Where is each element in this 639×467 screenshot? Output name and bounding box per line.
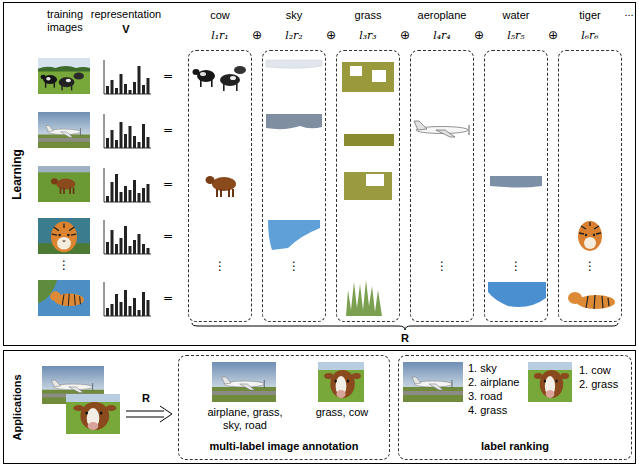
label-vector: l₆r₆ [581,29,599,42]
training-image [38,58,90,316]
ranked-label: 1. sky [468,362,497,375]
annotation: airplane, grass, sky, road [199,406,291,432]
training-image [38,166,90,202]
equals-sign: = [163,177,173,191]
plus-sign: ⊕ [474,28,484,42]
result-box: airplane, grass, sky, road grass, cow mult… [178,355,390,460]
segment-column: tigerl₆r₆⋮ [558,50,622,322]
double-arrow [126,406,172,422]
ranked-label: 2. grass [579,378,618,391]
learning-panel: cowl₁r₁⋮skyl₂r₂⋮grassl₃r₃aeroplanel₄r₄⋮w… [3,2,636,346]
ellipsis: ⋮ [214,259,226,273]
histogram-bars [106,226,150,254]
cow-segment [193,66,247,197]
panel-title: Learning [11,149,24,200]
tiger-segment [568,221,615,309]
plus-sign: ⊕ [326,28,336,42]
ellipsis: ⋮ [288,259,300,273]
class-name: tiger [579,9,600,22]
segment-column: waterl₅r₅⋮ [484,50,548,322]
result-image [528,362,572,402]
equals-sign: = [163,123,173,137]
result-image [403,362,463,402]
grass-segment [342,62,394,316]
histogram-bars [106,290,150,316]
ranked-label: 3. road [468,390,502,403]
label-vector: l₁r₁ [211,29,229,42]
ranked-label: 2. airplane [468,376,519,389]
ellipsis: ⋮ [584,259,596,273]
histogram-bars [106,174,150,202]
label-vector: l₄r₄ [433,29,451,42]
water-segment [488,176,546,307]
ellipsis: ... [624,6,633,19]
class-name: grass [355,9,382,22]
result-image [318,362,364,402]
matrix-symbol: R [401,332,409,344]
column-heading: training images [37,8,93,34]
label-vector: l₂r₂ [285,29,303,42]
box-title: multi-label image annotation [209,440,358,453]
equals-sign: = [163,229,173,243]
training-image [38,218,90,254]
equals-sign: = [163,69,173,83]
segment-column: cowl₁r₁⋮ [188,50,252,322]
class-name: cow [210,9,230,22]
applications-panel: airplane, grass, sky, road grass, cow mult… [3,350,636,464]
plus-sign: ⊕ [252,28,262,42]
segment-column: aeroplanel₄r₄⋮ [410,50,474,322]
annotation: grass, cow [316,406,369,419]
panel-title: Applications [11,374,24,440]
training-image [38,58,90,94]
segment-column: grassl₃r₃ [336,50,400,322]
ranked-label: 4. grass [468,404,507,417]
ellipsis: ⋮ [58,258,70,272]
aeroplane-segment [414,121,469,137]
plus-sign: ⊕ [400,28,410,42]
column-heading: representation [91,8,161,21]
matrix-symbol: R [142,392,150,405]
class-name: aeroplane [418,9,467,22]
plus-sign: ⊕ [548,28,558,42]
sky-segment [266,60,322,250]
histogram [104,60,151,316]
brace [192,323,618,330]
test-image [66,394,120,434]
result-image [212,362,276,402]
label-vector: l₅r₅ [507,29,525,42]
class-name: sky [286,9,303,22]
result-box: 1. sky2. airplane3. road4. grass 1. cow2.… [398,355,632,460]
label-vector: l₃r₃ [359,29,377,42]
training-image [38,112,90,148]
histogram-bars [106,66,150,94]
equals-sign: = [163,291,173,305]
ranked-label: 1. cow [579,364,611,377]
ellipsis: ⋮ [510,259,522,273]
matrix-symbol: V [122,23,129,36]
ellipsis: ⋮ [436,259,448,273]
segment-column: skyl₂r₂⋮ [262,50,326,322]
box-title: label ranking [481,440,549,453]
class-name: water [503,9,530,22]
training-image [38,280,90,316]
histogram-bars [106,122,150,148]
histogram-axis [104,60,151,316]
